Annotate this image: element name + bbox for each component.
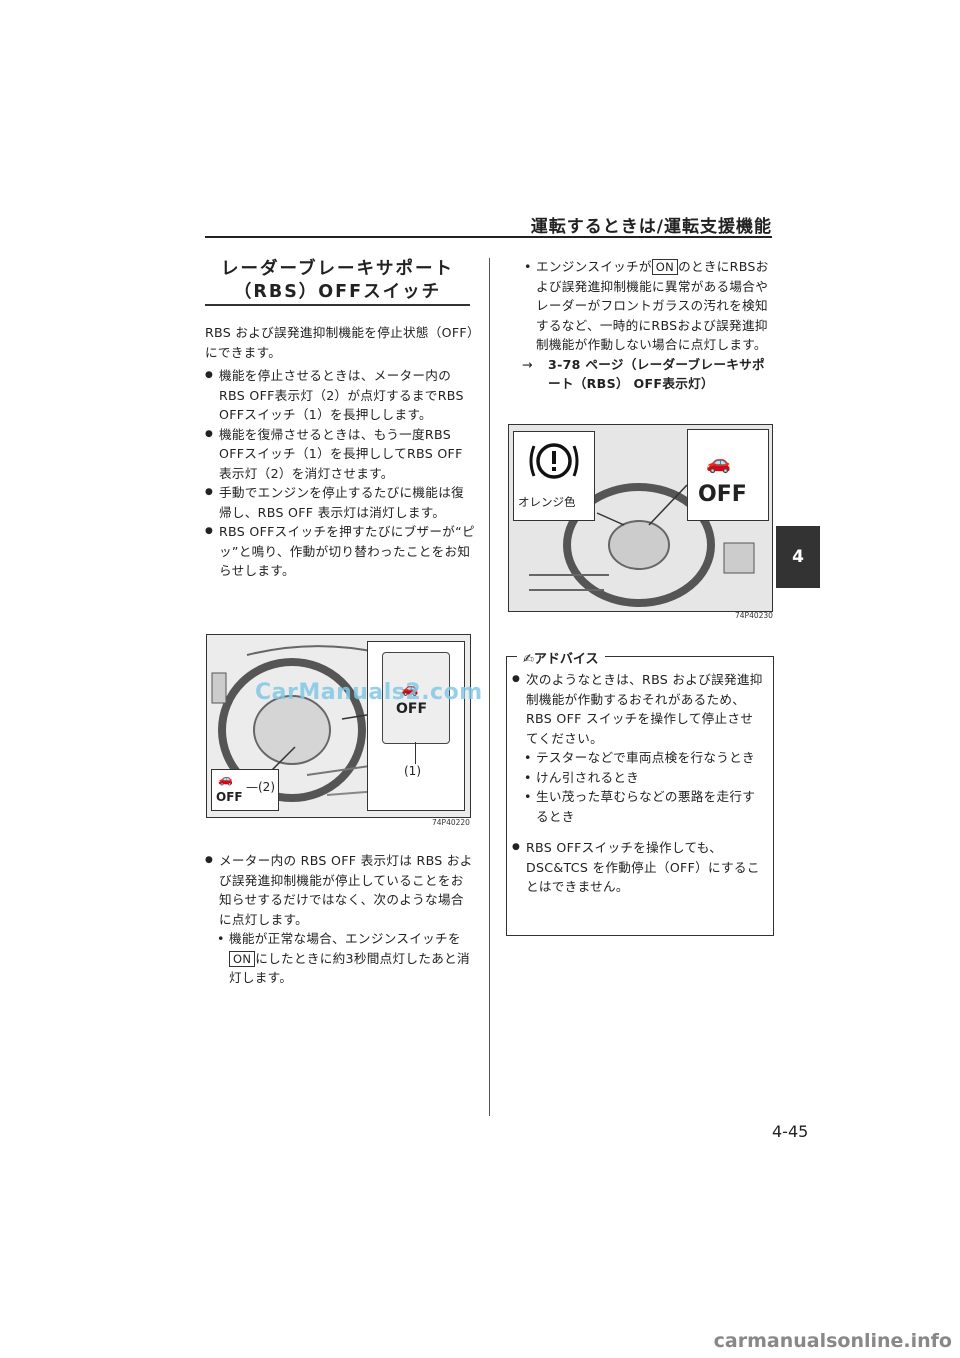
advice-sub-item: 生い茂った草むらなどの悪路を走行するとき: [522, 787, 766, 826]
section-title-line2: （RBS）OFFスイッチ: [233, 282, 442, 302]
car-icon: 🚗: [218, 772, 233, 786]
switch-inset: 🚗 OFF (1): [367, 641, 465, 811]
rbs-switch-figure: 🚗 OFF (1) 🚗 OFF —(2): [206, 634, 471, 818]
page-number: 4-45: [772, 1122, 809, 1141]
section-rule: [205, 304, 470, 306]
callout-label-1: (1): [404, 764, 421, 778]
sub-bullet-text: にしたときに約3秒間点灯したあと消灯します。: [229, 950, 470, 986]
advice-icon: ✍: [523, 652, 534, 667]
header-rule: [205, 236, 772, 238]
advice-sub-item: テスターなどで車両点検を行なうとき: [522, 748, 766, 768]
switch-off-text: OFF: [396, 701, 428, 717]
left-column-lower-text: メーター内の RBS OFF 表示灯は RBS および誤発進抑制機能が停止してい…: [205, 851, 475, 988]
car-icon: 🚗: [706, 450, 731, 474]
sub-bullet-item: 機能が正常な場合、エンジンスイッチを ONにしたときに約3秒間点灯したあと消灯しま…: [215, 929, 475, 988]
advice-sub-item: けん引されるとき: [522, 768, 766, 788]
sub-bullet-text: エンジンスイッチが: [536, 259, 652, 274]
brake-warning-icon: [529, 443, 579, 479]
indicator-figure: オレンジ色 🚗 OFF: [508, 424, 773, 612]
chapter-tab: 4: [776, 526, 820, 588]
indicator-inset: 🚗 OFF —(2): [211, 769, 279, 811]
column-divider: [489, 258, 490, 1116]
sub-bullet-text: のときにRBSおよび誤発進抑制機能に異常がある場合やレーダーがフロントガラスの汚…: [536, 259, 769, 352]
bullet-item: 手動でエンジンを停止するたびに機能は復帰し、RBS OFF 表示灯は消灯します。: [205, 483, 475, 522]
left-column-text: RBS および誤発進抑制機能を停止状態（OFF）にできます。 機能を停止させると…: [205, 323, 475, 581]
section-title-line1: レーダーブレーキサポート: [221, 259, 454, 279]
sub-bullet-item: エンジンスイッチがONのときにRBSおよび誤発進抑制機能に異常がある場合やレーダ…: [522, 257, 774, 355]
indicator-off-text: OFF: [698, 482, 747, 507]
right-column-text: エンジンスイッチがONのときにRBSおよび誤発進抑制機能に異常がある場合やレーダ…: [512, 257, 774, 394]
advice-bullet: RBS OFFスイッチを操作しても、DSC&TCS を作動停止（OFF）にするこ…: [512, 838, 766, 897]
reference-arrow: →: [522, 356, 533, 372]
indicator-off-text: OFF: [216, 790, 243, 804]
watermark: CarManuals2.com: [255, 680, 483, 705]
advice-title: ✍アドバイス: [517, 648, 605, 667]
callout-label-2: —(2): [246, 780, 275, 794]
orange-color-label: オレンジ色: [518, 495, 576, 509]
warning-indicator-inset: オレンジ色: [513, 431, 595, 521]
page-reference: → 3-78 ページ（レーダーブレーキサポート（RBS） OFF表示灯）: [512, 355, 774, 394]
rbs-off-switch-button: 🚗 OFF: [382, 652, 450, 744]
advice-bullet: 次のようなときは、RBS および誤発進抑制機能が作動するおそれがあるため、RBS…: [512, 670, 766, 748]
on-key-label: ON: [651, 259, 679, 275]
rbs-off-indicator-inset: 🚗 OFF: [687, 429, 769, 521]
advice-title-text: アドバイス: [533, 652, 599, 667]
figure-code: 74P40230: [735, 611, 773, 620]
on-key-label: ON: [229, 950, 256, 967]
advice-box: [506, 656, 774, 936]
footer-watermark: carmanualsonline.info: [713, 1330, 952, 1352]
running-header: 運転するときは/運転支援機能: [530, 217, 772, 237]
car-icon: 🚗: [401, 681, 419, 697]
advice-content: 次のようなときは、RBS および誤発進抑制機能が作動するおそれがあるため、RBS…: [512, 670, 766, 897]
bullet-item: RBS OFFスイッチを押すたびにブザーが“ピッ”と鳴り、作動が切り替わったこと…: [205, 522, 475, 581]
figure-code: 74P40220: [432, 818, 470, 827]
intro-paragraph: RBS および誤発進抑制機能を停止状態（OFF）にできます。: [205, 325, 474, 360]
callout-line: [415, 742, 416, 764]
bullet-item: 機能を停止させるときは、メーター内のRBS OFF表示灯（2）が点灯するまでRB…: [205, 366, 475, 425]
reference-text: 3-78 ページ（レーダーブレーキサポート（RBS） OFF表示灯）: [548, 356, 765, 392]
sub-bullet-text: 機能が正常な場合、エンジンスイッチを: [229, 931, 461, 946]
bullet-item: メーター内の RBS OFF 表示灯は RBS および誤発進抑制機能が停止してい…: [205, 851, 475, 929]
bullet-item: 機能を復帰させるときは、もう一度RBS OFFスイッチ（1）を長押ししてRBS …: [205, 425, 475, 484]
section-title: レーダーブレーキサポート （RBS）OFFスイッチ: [205, 258, 470, 304]
